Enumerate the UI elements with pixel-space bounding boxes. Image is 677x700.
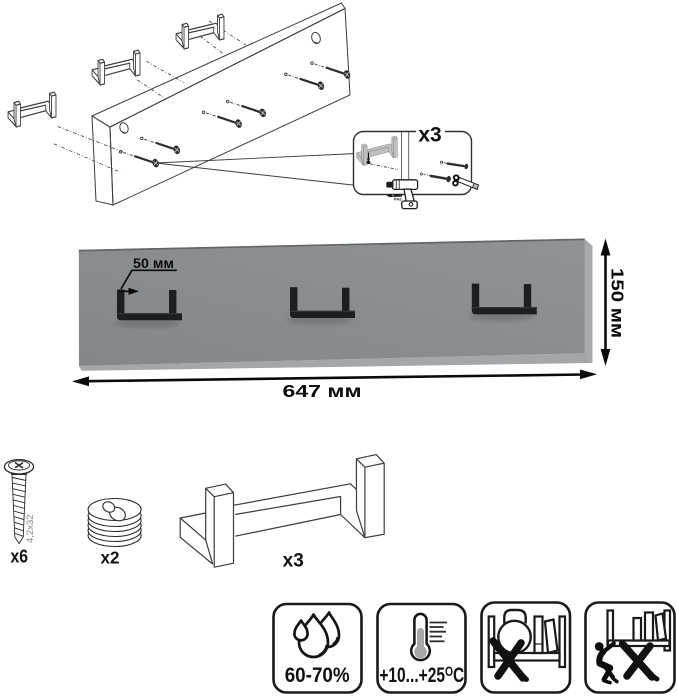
svg-text:60-70%: 60-70% [285, 663, 350, 687]
svg-text:4,2х32: 4,2х32 [25, 514, 36, 543]
svg-text:x6: x6 [10, 546, 28, 567]
svg-text:150 мм: 150 мм [608, 268, 628, 338]
svg-text:647 мм: 647 мм [283, 381, 362, 401]
svg-text:x2: x2 [101, 548, 120, 568]
svg-text:50 мм: 50 мм [133, 256, 174, 271]
svg-text:PH2: PH2 [394, 197, 403, 202]
svg-text:x3: x3 [418, 124, 441, 147]
svg-text:+10...+25OC: +10...+25OC [379, 663, 464, 687]
svg-text:x3: x3 [283, 551, 304, 572]
